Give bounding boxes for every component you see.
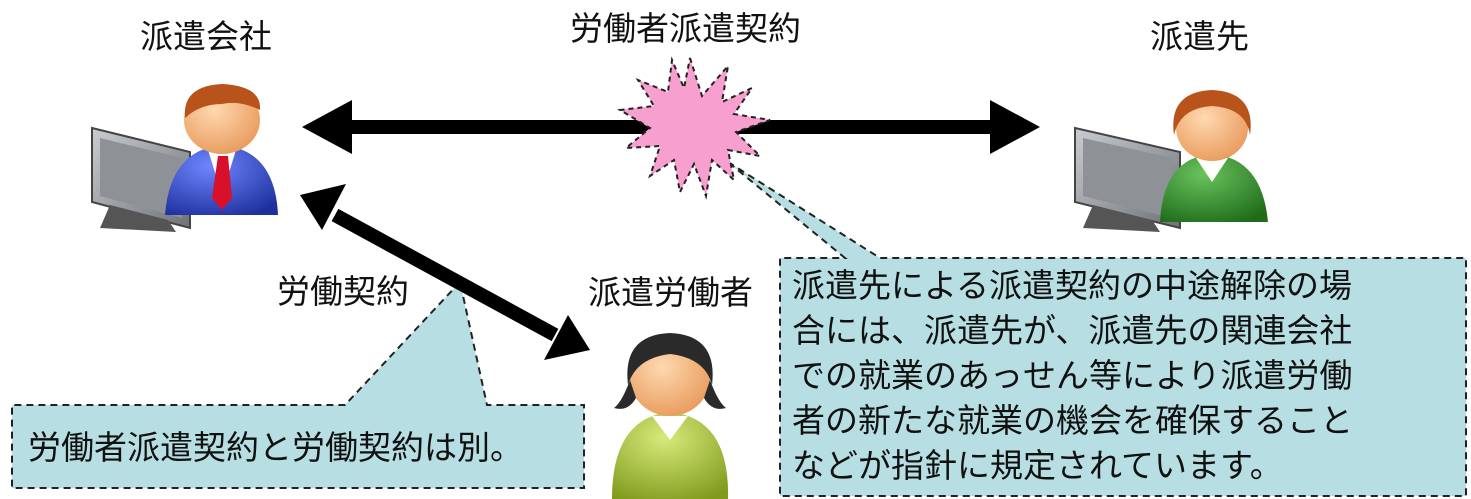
- right-callout-shape: [727, 161, 1467, 497]
- dispatch-company-label: 派遣会社: [140, 17, 272, 56]
- dispatch-company-person-icon: [91, 84, 278, 232]
- burst-icon: [616, 56, 771, 200]
- left-callout: [11, 279, 585, 489]
- client-company-person-icon: [1074, 90, 1268, 232]
- left-callout-shape: [11, 279, 585, 489]
- client-company-label: 派遣先: [1150, 17, 1249, 56]
- dispatched-worker-person-icon: [612, 333, 729, 499]
- right-callout-line: での就業のあっせん等により派遣労働: [792, 356, 1353, 395]
- labor-contract-arrow: [300, 184, 590, 360]
- right-callout-line: などが指針に規定されています。: [792, 446, 1283, 485]
- right-callout-line: 者の新たな就業の機会を確保すること: [792, 401, 1353, 440]
- right-callout-line: 合には、派遣先が、派遣先の関連会社: [792, 311, 1353, 350]
- dispatched-worker-label: 派遣労働者: [588, 273, 753, 312]
- labor-contract-label: 労働契約: [277, 272, 409, 311]
- right-callout-line: 派遣先による派遣契約の中途解除の場: [792, 266, 1353, 305]
- right-callout: [727, 161, 1467, 497]
- left-callout-text: 労働者派遣契約と労働契約は別。: [28, 428, 523, 467]
- dispatch-contract-label: 労働者派遣契約: [570, 9, 801, 48]
